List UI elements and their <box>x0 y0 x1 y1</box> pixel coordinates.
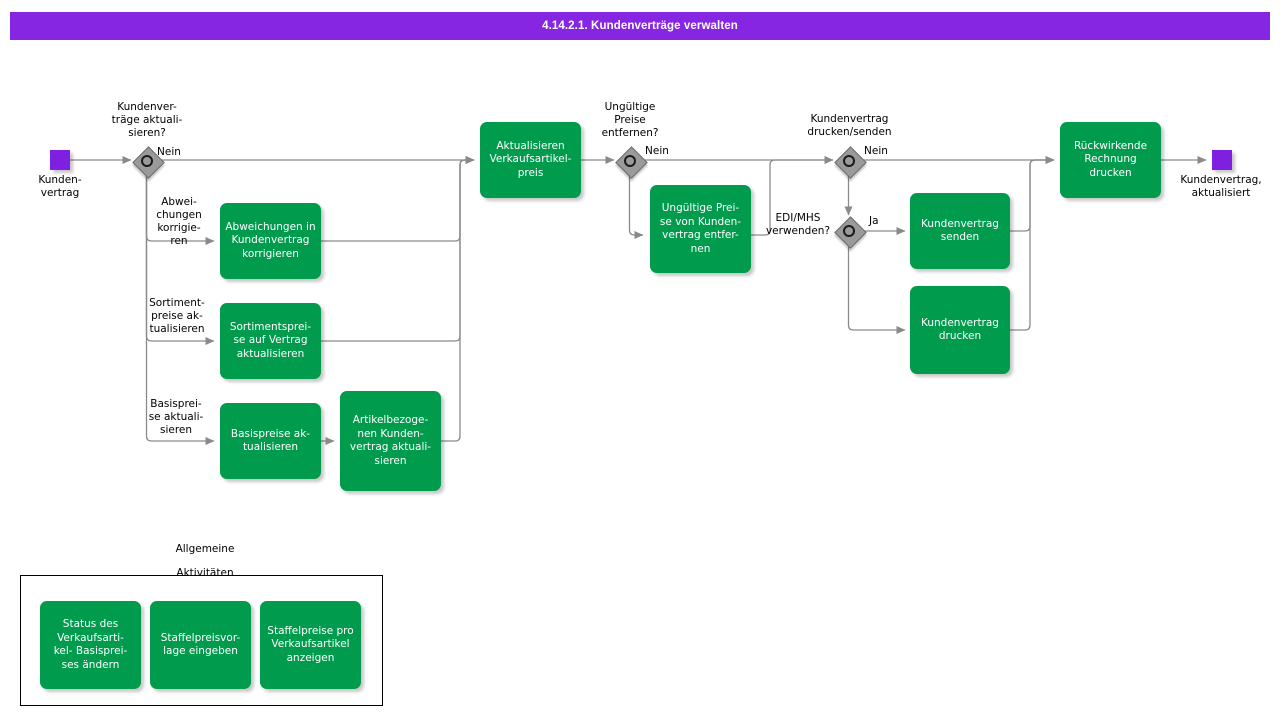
gateway-inclusive-ring-icon <box>141 155 153 167</box>
end-event[interactable] <box>1212 150 1232 170</box>
gateway-kundenvertrag-drucken-senden[interactable] <box>833 145 867 179</box>
title-bar: 4.14.2.1. Kundenverträge verwalten <box>10 12 1270 40</box>
gateway-kundenvertraege-aktualisieren[interactable] <box>131 145 165 179</box>
task-status-basispreis-aendern[interactable]: Status des Verkaufsarti- kel- Basisprei-… <box>40 601 141 689</box>
edge-label-sortimentspreise-aktualisieren: Sortiment- preise ak- tualisieren <box>149 297 205 335</box>
gateway-ungueltige-preise-entfernen[interactable] <box>614 145 648 179</box>
task-basispreise-aktualisieren[interactable]: Basispreise ak- tualisieren <box>220 403 321 479</box>
allgemeine-aktivitaeten-title: Allgemeine Aktivitäten <box>175 543 235 579</box>
task-abweichungen-korrigieren[interactable]: Abweichungen in Kundenvertrag korrigiere… <box>220 203 321 279</box>
end-event-label: Kundenvertrag, aktualisiert <box>1180 174 1262 199</box>
task-kundenvertrag-drucken[interactable]: Kundenvertrag drucken <box>910 286 1010 374</box>
task-aktualisieren-verkaufsartikelpreis[interactable]: Aktualisieren Verkaufsartikel- preis <box>480 122 581 198</box>
edge-label-abweichungen-korrigieren: Abwei- chungen korrigie- ren <box>156 196 202 247</box>
edge-label-nein-3: Nein <box>864 145 888 157</box>
edge-label-basispreise-aktualisieren: Basisprei- se aktuali- sieren <box>148 398 204 436</box>
gateway-ungueltige-preise-entfernen-label: Ungültige Preise entfernen? <box>601 101 659 139</box>
task-kundenvertrag-senden[interactable]: Kundenvertrag senden <box>910 193 1010 269</box>
edge-label-ja: Ja <box>869 215 879 227</box>
task-sortimentspreise-aktualisieren[interactable]: Sortimentsprei- se auf Vertrag aktualisi… <box>220 303 321 379</box>
gateway-kundenvertrag-drucken-senden-label: Kundenvertrag drucken/senden <box>807 113 892 138</box>
task-rueckwirkende-rechnung-drucken[interactable]: Rückwirkende Rechnung drucken <box>1060 122 1161 198</box>
start-event-label: Kunden- vertrag <box>38 174 82 199</box>
edge-label-nein-2: Nein <box>645 145 669 157</box>
gateway-inclusive-ring-icon <box>843 225 855 237</box>
gateway-kundenvertraege-aktualisieren-label: Kundenver- träge aktuali- sieren? <box>111 101 183 139</box>
task-staffelpreisvorlage-eingeben[interactable]: Staffelpreisvor- lage eingeben <box>150 601 251 689</box>
task-artikelbezogenen-kundenvertrag-aktualisieren[interactable]: Artikelbezoge- nen Kunden- vertrag aktua… <box>340 391 441 491</box>
task-staffelpreise-pro-verkaufsartikel-anzeigen[interactable]: Staffelpreise pro Verkaufsartikel anzeig… <box>260 601 361 689</box>
gateway-edi-mhs-verwenden-label: EDI/MHS verwenden? <box>765 212 831 237</box>
task-ungueltige-preise-entfernen[interactable]: Ungültige Prei- se von Kunden- vertrag e… <box>650 185 751 273</box>
edge-label-nein-1: Nein <box>157 146 181 158</box>
gateway-edi-mhs-verwenden[interactable] <box>833 215 867 249</box>
start-event[interactable] <box>50 150 70 170</box>
gateway-inclusive-ring-icon <box>843 155 855 167</box>
page-title: 4.14.2.1. Kundenverträge verwalten <box>542 20 738 32</box>
gateway-inclusive-ring-icon <box>624 155 636 167</box>
allgemeine-aktivitaeten-group <box>20 575 383 706</box>
